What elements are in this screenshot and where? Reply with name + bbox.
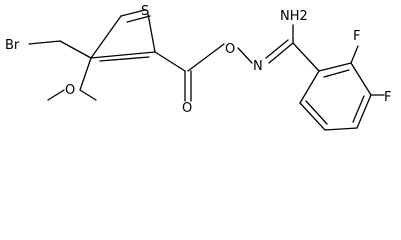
methoxy-group [47,57,97,101]
chemical-structure-diagram: S Br O O O N NH2 F F [5,4,391,131]
fluorine-ortho-label: F [353,29,360,44]
amidoxime-group [237,24,320,72]
ester-oxygen-label: O [225,42,235,57]
imine-nitrogen-label: N [253,59,263,74]
bromine-atom-label: Br [5,38,20,53]
carbonyl-oxygen-label: O [182,101,192,116]
fluorine-para-label: F [384,90,391,105]
bond-c-br [28,40,61,45]
methoxy-oxygen-label: O [65,83,75,98]
amine-label: NH2 [280,9,308,24]
ester-group [154,43,225,102]
difluorophenyl-ring [299,45,385,131]
sulfur-atom-label: S [141,4,149,19]
thiophene-ring [59,9,156,62]
